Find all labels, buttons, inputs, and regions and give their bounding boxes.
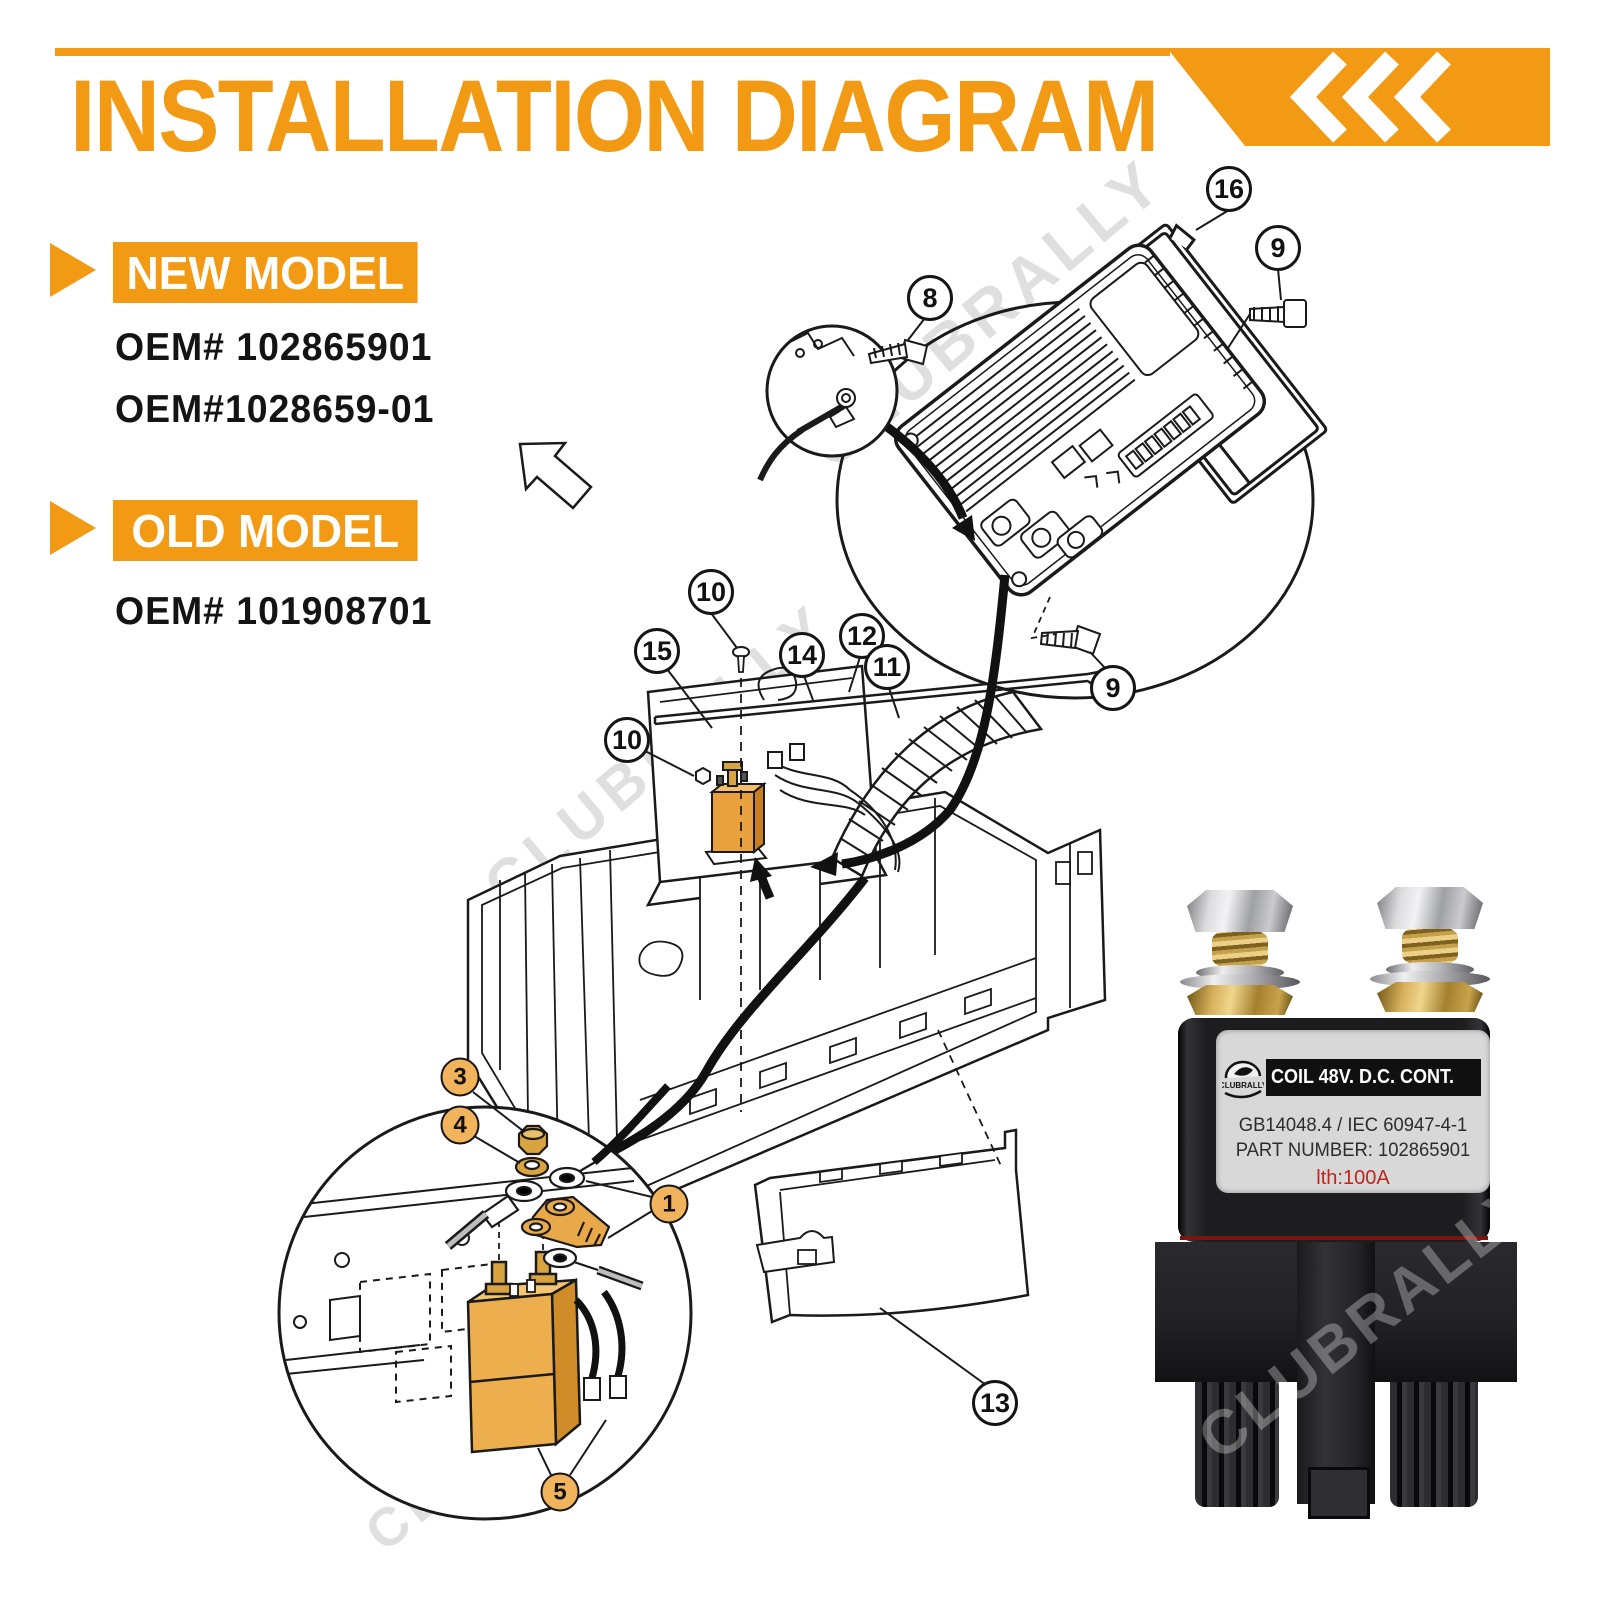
label-spec-standard: GB14048.4 / IEC 60947-4-1 (1238, 1115, 1468, 1136)
clamp-detail-circle (757, 324, 899, 482)
callout-14: 14 (779, 632, 825, 678)
callout-3: 3 (440, 1057, 480, 1097)
solenoid-red-seam (1180, 1236, 1488, 1240)
callout-12: 12 (839, 613, 885, 659)
steel-nut (1187, 890, 1293, 932)
new-model-arrow-icon (50, 243, 96, 297)
base-wing-left (1155, 1242, 1297, 1382)
brass-nut (1377, 982, 1483, 1012)
solenoid-on-plate (704, 761, 768, 866)
old-model-arrow-icon (50, 501, 96, 555)
lower-ring-terminal (542, 1247, 599, 1272)
bolt-item-9-bottom (1030, 596, 1102, 656)
terminal-stud-right (1370, 887, 1490, 1012)
motor-controller (893, 243, 1267, 597)
terminal-stud-left (1180, 890, 1300, 1015)
base-center-column (1297, 1242, 1375, 1504)
plate-nut (695, 766, 711, 786)
solenoid-label: CLUBRALLY COIL 48V. D.C. CONT. GB14048.4… (1216, 1030, 1490, 1193)
callout-10: 10 (604, 717, 650, 763)
callout-11: 11 (864, 644, 910, 690)
label-title-bar: COIL 48V. D.C. CONT. (1266, 1058, 1481, 1096)
svg-text:CLUBRALLY: CLUBRALLY (1222, 1081, 1264, 1090)
header-banner (55, 48, 1550, 146)
heatsink-fins (910, 308, 1136, 513)
label-rating: lth:100A (1316, 1167, 1390, 1189)
header-rule (55, 48, 1170, 56)
bolt-item-9-top (1227, 299, 1307, 349)
callout-9: 9 (1255, 225, 1301, 271)
base-ribs-right (1390, 1382, 1478, 1507)
terminal-hardware (480, 1124, 598, 1229)
base-ribs-left (1195, 1382, 1279, 1507)
controller-cover (753, 1128, 1030, 1324)
callout-9: 9 (1090, 665, 1136, 711)
callout-1: 1 (649, 1184, 689, 1224)
label-title-text: COIL 48V. D.C. CONT. (1271, 1065, 1455, 1088)
brass-stud (1212, 929, 1268, 969)
callout-15: 15 (634, 628, 680, 674)
callout-13: 13 (972, 1380, 1018, 1426)
screw-item-10 (732, 646, 750, 1112)
clubrally-logo-icon: CLUBRALLY (1222, 1060, 1264, 1099)
callout-leaders (472, 209, 1282, 1476)
callout-10: 10 (688, 569, 734, 615)
page-title: INSTALLATION DIAGRAM (70, 59, 1159, 173)
direction-arrow (518, 441, 593, 510)
bolt-item-8 (867, 338, 929, 366)
callout-5: 5 (540, 1472, 580, 1512)
retainer-rod (653, 670, 1101, 726)
new-model-oem-2: OEM#1028659-01 (115, 388, 435, 431)
steel-nut (1377, 887, 1483, 929)
base-mount-tab (1308, 1467, 1370, 1519)
callout-16: 16 (1206, 166, 1252, 212)
inset-cable (591, 1083, 671, 1166)
controller-side-ribs (1144, 254, 1254, 390)
finned-resistor (830, 690, 1044, 878)
chevrons-left-icon (1289, 51, 1451, 143)
busbar-item-1 (520, 1195, 611, 1249)
controller-terminals (980, 393, 1214, 559)
brass-stud (1402, 926, 1458, 966)
base-wing-right (1375, 1242, 1517, 1382)
solenoid-install-inset (277, 1105, 693, 1521)
old-model-badge: OLD MODEL (113, 500, 418, 561)
new-model-oem-1: OEM# 102865901 (115, 326, 433, 369)
callout-4: 4 (440, 1105, 480, 1145)
cover-leader-dashed (937, 1029, 1003, 1169)
label-spec-part-number: PART NUMBER: 102865901 (1235, 1140, 1471, 1161)
wire-harness (757, 666, 901, 873)
label-header-row: CLUBRALLY COIL 48V. D.C. CONT. (1222, 1052, 1481, 1102)
product-photo: CLUBRALLY COIL 48V. D.C. CONT. GB14048.4… (1128, 855, 1600, 1600)
cable-arrowheads (750, 515, 975, 882)
callout-8: 8 (907, 275, 953, 321)
brass-nut (1187, 985, 1293, 1015)
solenoid-item-5 (466, 1250, 582, 1454)
new-model-badge: NEW MODEL (113, 242, 418, 303)
old-model-oem-1: OEM# 101908701 (115, 590, 433, 633)
